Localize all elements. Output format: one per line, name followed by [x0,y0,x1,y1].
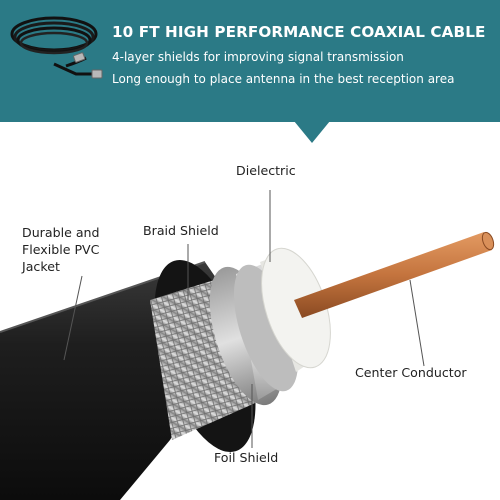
label-pvc-jacket: Durable and Flexible PVC Jacket [22,225,100,274]
foil-shield [233,262,299,400]
coax-cross-section-illustration [0,190,495,500]
label-center-conductor: Center Conductor [355,365,467,380]
coiled-cable-icon [10,16,103,79]
label-braid-shield: Braid Shield [143,223,219,238]
label-foil-shield: Foil Shield [214,450,279,465]
banner-pointer [294,121,330,143]
banner-title: 10 FT HIGH PERFORMANCE COAXIAL CABLE [112,23,486,41]
banner-line-1: 4-layer shields for improving signal tra… [112,50,404,64]
header-banner [0,0,500,122]
label-dielectric: Dielectric [236,163,296,178]
leader-lines [63,190,425,448]
banner-line-2: Long enough to place antenna in the best… [112,72,455,86]
center-conductor [294,231,495,318]
